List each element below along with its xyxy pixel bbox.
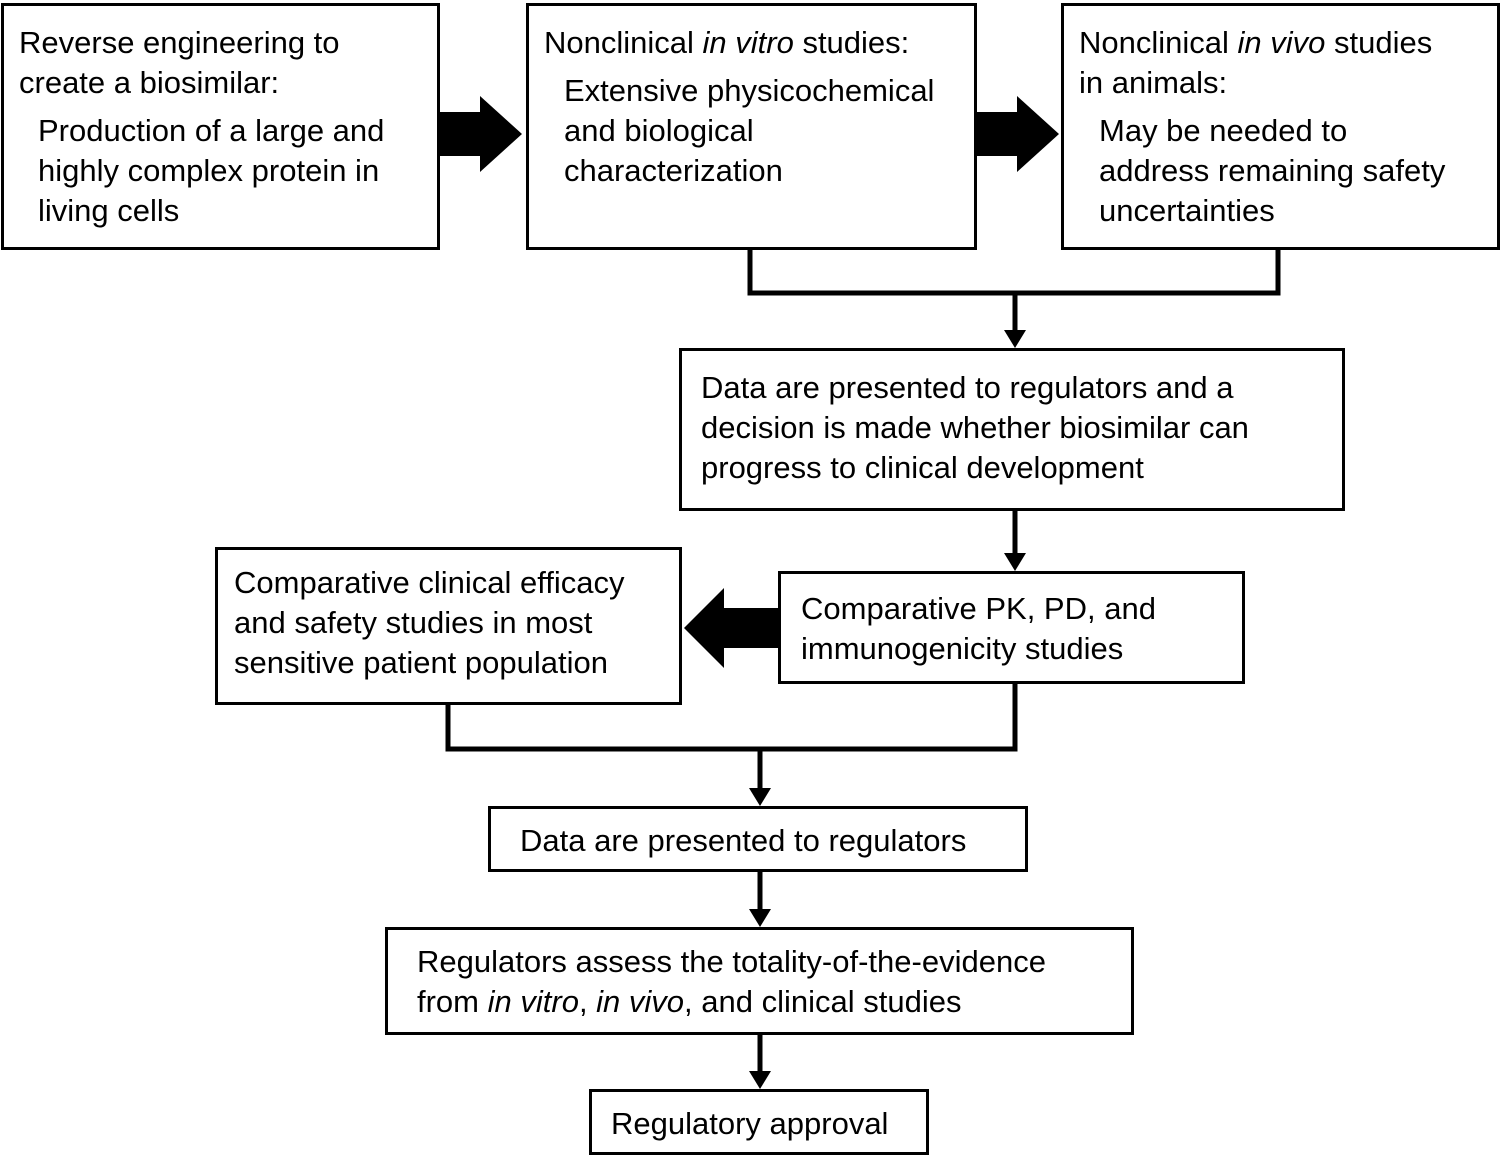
totality-box: Regulators assess the totality-of-the-ev… <box>385 927 1134 1035</box>
totality-line-2-prefix: from <box>417 984 488 1019</box>
presented-text: Data are presented to regulators <box>520 823 967 858</box>
in-vitro-body-line-3: characterization <box>564 153 783 188</box>
in-vitro-heading-prefix: Nonclinical <box>544 25 703 60</box>
decision-line-3: progress to clinical development <box>701 450 1144 485</box>
approval-box: Regulatory approval <box>589 1089 929 1155</box>
block-arrow-to-in-vitro <box>440 96 522 172</box>
arrowhead-to-presented <box>749 788 771 806</box>
in-vivo-heading-prefix: Nonclinical <box>1079 25 1238 60</box>
efficacy-line-3: sensitive patient population <box>234 645 608 680</box>
in-vitro-heading: Nonclinical in vitro studies: <box>544 23 974 63</box>
block-arrow-to-in-vivo <box>977 96 1059 172</box>
block-arrow-to-efficacy <box>684 588 779 668</box>
in-vitro-body-line-2: and biological <box>564 113 754 148</box>
reverse-engineering-body-line-1: Production of a large and <box>38 113 385 148</box>
arrowhead-to-decision <box>1004 330 1026 348</box>
reverse-engineering-body-line-3: living cells <box>38 193 180 228</box>
bracket-clinical-join <box>445 683 1018 752</box>
in-vitro-heading-suffix: studies: <box>793 25 910 60</box>
totality-line-2-separator: , <box>578 984 597 1019</box>
totality-line-2-suffix: , and clinical studies <box>684 984 962 1019</box>
decision-line-1: Data are presented to regulators and a <box>701 370 1234 405</box>
decision-box: Data are presented to regulators and a d… <box>679 348 1345 511</box>
in-vivo-heading-italic: in vivo <box>1237 25 1326 60</box>
bracket-nonclinical-join <box>747 249 1281 296</box>
in-vitro-box: Nonclinical in vitro studies: Extensive … <box>526 3 977 250</box>
efficacy-box: Comparative clinical efficacy and safety… <box>215 547 682 705</box>
totality-italic-in-vitro: in vitro <box>487 984 579 1019</box>
in-vivo-heading-line-2: in animals: <box>1079 65 1228 100</box>
totality-italic-in-vivo: in vivo <box>596 984 685 1019</box>
in-vivo-body-line-2: address remaining safety <box>1099 153 1446 188</box>
in-vivo-heading-line-1: Nonclinical in vivo studies <box>1079 23 1497 63</box>
reverse-engineering-heading-line-2: create a biosimilar: <box>19 65 280 100</box>
reverse-engineering-body-line-2: highly complex protein in <box>38 153 380 188</box>
in-vivo-body-line-1: May be needed to <box>1099 113 1348 148</box>
arrowhead-to-pk-pd <box>1004 553 1026 571</box>
approval-text: Regulatory approval <box>611 1106 889 1141</box>
in-vitro-body-line-1: Extensive physicochemical <box>564 73 935 108</box>
in-vivo-heading-suffix: studies <box>1325 25 1433 60</box>
decision-line-2: decision is made whether biosimilar can <box>701 410 1249 445</box>
in-vivo-body-line-3: uncertainties <box>1099 193 1275 228</box>
reverse-engineering-heading-line-1: Reverse engineering to <box>19 25 340 60</box>
totality-line-1: Regulators assess the totality-of-the-ev… <box>417 944 1046 979</box>
arrowhead-to-totality <box>749 909 771 927</box>
totality-line-2: from in vitro, in vivo, and clinical stu… <box>417 982 1131 1022</box>
in-vivo-box: Nonclinical in vivo studies in animals: … <box>1061 3 1500 250</box>
presented-box: Data are presented to regulators <box>488 806 1028 872</box>
reverse-engineering-box: Reverse engineering to create a biosimil… <box>1 3 440 250</box>
arrowhead-to-approval <box>749 1071 771 1089</box>
pk-pd-line-2: immunogenicity studies <box>801 631 1124 666</box>
efficacy-line-1: Comparative clinical efficacy <box>234 565 625 600</box>
efficacy-line-2: and safety studies in most <box>234 605 593 640</box>
pk-pd-line-1: Comparative PK, PD, and <box>801 591 1156 626</box>
pk-pd-box: Comparative PK, PD, and immunogenicity s… <box>778 571 1245 684</box>
in-vitro-heading-italic: in vitro <box>702 25 794 60</box>
